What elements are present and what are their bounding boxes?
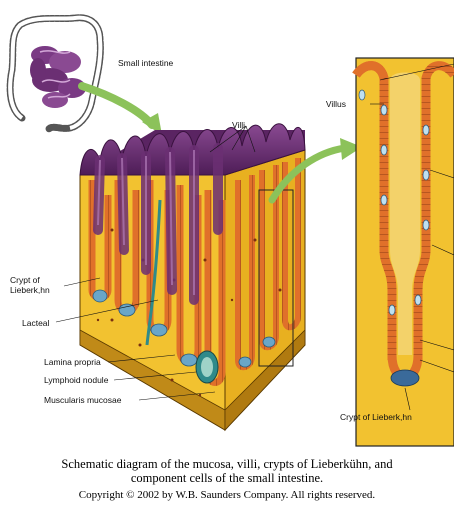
villi-surface (79, 123, 306, 305)
leader-lines (55, 63, 454, 411)
caption-line2: component cells of the small intestine. (130, 471, 324, 485)
arrow-to-block (78, 82, 162, 135)
lacteal-label: Lacteal (22, 318, 50, 328)
tissue-block (79, 123, 306, 432)
crypt-right-label: Crypt of Lieberk,hn (340, 412, 412, 422)
copyright-notice: Copyright © 2002 by W.B. Saunders Compan… (78, 489, 376, 501)
muscularis-mucosae-label: Muscularis mucosae (44, 395, 122, 405)
goblet-cells (358, 89, 430, 316)
villus-label: Villus (326, 99, 346, 109)
lacteal-vessel (145, 199, 162, 346)
villi-label: Villi (232, 120, 245, 130)
intestine-illustration (6, 14, 104, 134)
crypt-base-cells (390, 369, 420, 387)
crypt-left-label-line2: Lieberk,hn (10, 285, 50, 295)
crypt-bases (92, 289, 198, 367)
lymphoid-nodule (195, 350, 219, 384)
small-intestine-coils (30, 46, 86, 108)
lymphoid-nodule-label: Lymphoid nodule (44, 375, 109, 385)
enlarged-villus-panel (352, 57, 454, 447)
arrow-to-enlargement (268, 138, 362, 204)
side-villus-profiles (235, 158, 301, 371)
caption: Schematic diagram of the mucosa, villi, … (0, 457, 454, 485)
crypt-left-label-line1: Crypt of (10, 275, 40, 285)
small-intestine-label: Small intestine (118, 58, 174, 68)
caption-line1: Schematic diagram of the mucosa, villi, … (61, 457, 393, 471)
lamina-propria-label: Lamina propria (44, 357, 101, 367)
